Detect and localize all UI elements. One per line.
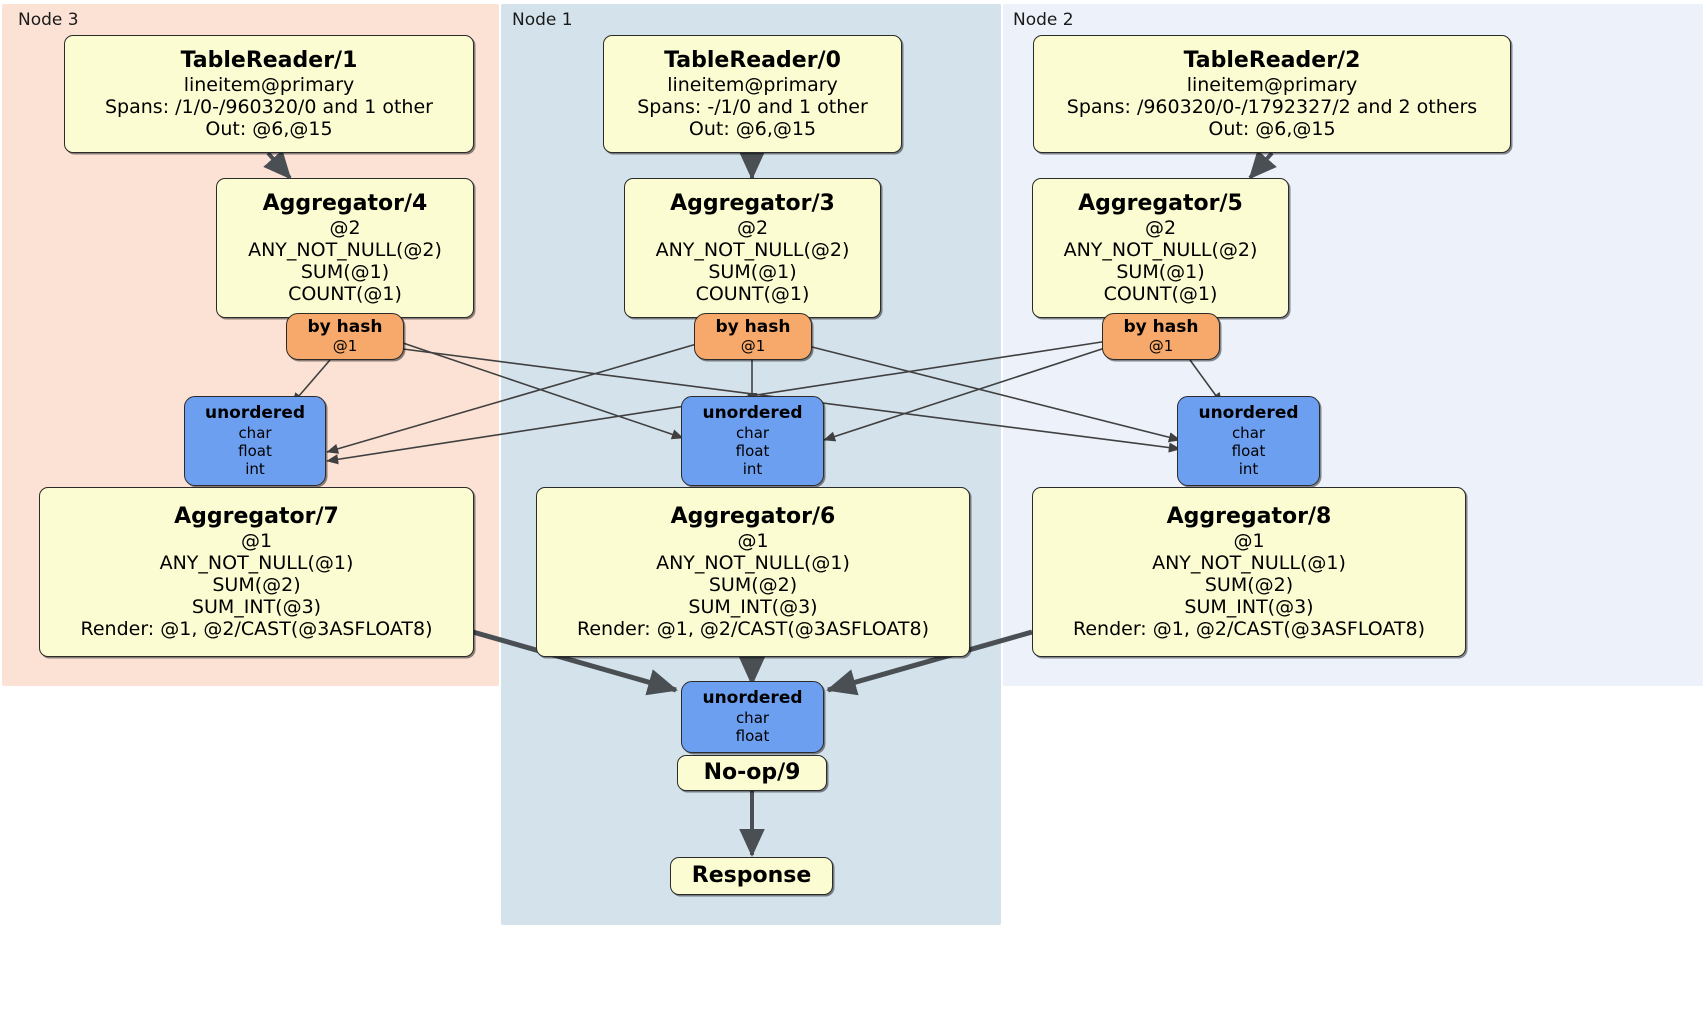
processor-detail: @1 — [1233, 529, 1265, 552]
synchronizer-type: char — [1231, 423, 1266, 442]
processor-detail: lineitem@primary — [183, 73, 355, 96]
synchronizer-type: float — [238, 441, 272, 460]
processor-detail: SUM(@2) — [1204, 573, 1294, 596]
processor-detail: Render: @1, @2/CAST(@3ASFLOAT8) — [577, 617, 929, 640]
processor-tablereader-1[interactable]: TableReader/1 lineitem@primary Spans: /1… — [64, 35, 474, 153]
processor-detail: ANY_NOT_NULL(@1) — [1152, 551, 1346, 574]
router-by-hash-right[interactable]: by hash @1 — [1102, 313, 1220, 360]
edge-hashcenter-syncleft — [326, 342, 701, 454]
processor-title: Aggregator/5 — [1078, 191, 1243, 217]
processor-aggregator-7[interactable]: Aggregator/7 @1 ANY_NOT_NULL(@1) SUM(@2)… — [39, 487, 474, 657]
edge-tr1-agg4 — [263, 150, 292, 180]
node-panel-label-node2: Node 2 — [1013, 10, 1074, 30]
synchronizer-type: int — [245, 459, 265, 478]
processor-aggregator-8[interactable]: Aggregator/8 @1 ANY_NOT_NULL(@1) SUM(@2)… — [1032, 487, 1466, 657]
synchronizer-type: char — [735, 423, 770, 442]
router-title: by hash — [715, 316, 791, 337]
processor-detail: SUM(@2) — [212, 573, 301, 596]
processor-detail: Render: @1, @2/CAST(@3ASFLOAT8) — [80, 617, 433, 640]
processor-detail: @1 — [737, 529, 769, 552]
processor-detail: SUM(@1) — [708, 260, 797, 283]
processor-detail: SUM(@1) — [1116, 260, 1205, 283]
processor-detail: SUM_INT(@3) — [191, 595, 322, 618]
synchronizer-type: int — [742, 459, 763, 478]
router-title: by hash — [307, 316, 383, 337]
processor-detail: @2 — [736, 216, 769, 239]
processor-detail: COUNT(@1) — [288, 282, 402, 305]
processor-detail: Spans: /1/0-/960320/0 and 1 other — [105, 95, 433, 118]
processor-title: TableReader/2 — [1183, 48, 1361, 74]
processor-detail: SUM(@2) — [708, 573, 798, 596]
processor-detail: Render: @1, @2/CAST(@3ASFLOAT8) — [1073, 617, 1425, 640]
router-title: by hash — [1123, 316, 1199, 337]
processor-detail: ANY_NOT_NULL(@2) — [655, 238, 850, 261]
processor-title: Response — [691, 863, 812, 889]
processor-noop-9[interactable]: No-op/9 — [677, 755, 827, 791]
processor-title: Aggregator/8 — [1166, 504, 1332, 530]
edge-hashright-synccenter — [823, 346, 1109, 442]
processor-detail: ANY_NOT_NULL(@2) — [1063, 238, 1258, 261]
processor-detail: COUNT(@1) — [695, 282, 810, 305]
edge-agg8-syncfinal — [826, 629, 1033, 696]
processor-detail: Spans: /960320/0-/1792327/2 and 2 others — [1066, 95, 1478, 118]
synchronizer-type: char — [735, 708, 770, 727]
processor-detail: ANY_NOT_NULL(@1) — [159, 551, 354, 574]
synchronizer-unordered-left[interactable]: unordered char float int — [184, 396, 326, 486]
processor-detail: Out: @6,@15 — [1208, 117, 1336, 140]
synchronizer-unordered-right[interactable]: unordered char float int — [1177, 396, 1320, 486]
router-by-hash-center[interactable]: by hash @1 — [694, 313, 812, 360]
synchronizer-type: int — [1238, 459, 1259, 478]
processor-detail: @2 — [329, 216, 361, 239]
edge-hashcenter-syncright — [803, 344, 1181, 443]
synchronizer-title: unordered — [204, 403, 306, 424]
router-detail: @1 — [1148, 337, 1174, 356]
synchronizer-type: float — [1231, 441, 1266, 460]
processor-title: Aggregator/7 — [174, 504, 339, 530]
processor-title: TableReader/0 — [664, 48, 841, 74]
processor-detail: lineitem@primary — [1186, 73, 1358, 96]
router-detail: @1 — [740, 337, 766, 356]
processor-title: Aggregator/3 — [670, 191, 835, 217]
processor-detail: SUM_INT(@3) — [688, 595, 818, 618]
processor-detail: @2 — [1144, 216, 1177, 239]
processor-detail: Out: @6,@15 — [688, 117, 817, 140]
processor-aggregator-3[interactable]: Aggregator/3 @2 ANY_NOT_NULL(@2) SUM(@1)… — [624, 178, 881, 318]
router-detail: @1 — [332, 337, 358, 356]
processor-aggregator-6[interactable]: Aggregator/6 @1 ANY_NOT_NULL(@1) SUM(@2)… — [536, 487, 970, 657]
router-by-hash-left[interactable]: by hash @1 — [286, 313, 404, 360]
synchronizer-unordered-center[interactable]: unordered char float int — [681, 396, 824, 486]
processor-detail: ANY_NOT_NULL(@2) — [248, 238, 442, 261]
processor-title: No-op/9 — [703, 760, 801, 786]
synchronizer-type: float — [735, 726, 770, 745]
processor-title: TableReader/1 — [180, 48, 358, 74]
synchronizer-title: unordered — [702, 403, 803, 424]
processor-aggregator-5[interactable]: Aggregator/5 @2 ANY_NOT_NULL(@2) SUM(@1)… — [1032, 178, 1289, 318]
processor-detail: Out: @6,@15 — [205, 117, 333, 140]
processor-detail: Spans: -/1/0 and 1 other — [637, 95, 868, 118]
synchronizer-unordered-final[interactable]: unordered char float — [681, 681, 824, 753]
processor-detail: COUNT(@1) — [1103, 282, 1218, 305]
edge-hashleft-synccenter — [402, 342, 684, 440]
processor-detail: ANY_NOT_NULL(@1) — [656, 551, 850, 574]
synchronizer-title: unordered — [702, 688, 803, 709]
processor-response[interactable]: Response — [670, 857, 833, 895]
edge-tr2-agg5 — [1248, 150, 1277, 180]
processor-detail: SUM(@1) — [300, 260, 390, 283]
synchronizer-type: float — [735, 441, 770, 460]
node-panel-label-node3: Node 3 — [18, 10, 79, 30]
synchronizer-title: unordered — [1198, 403, 1299, 424]
processor-aggregator-4[interactable]: Aggregator/4 @2 ANY_NOT_NULL(@2) SUM(@1)… — [216, 178, 474, 318]
processor-title: Aggregator/4 — [262, 191, 428, 217]
processor-detail: lineitem@primary — [667, 73, 838, 96]
synchronizer-type: char — [238, 423, 272, 442]
processor-tablereader-2[interactable]: TableReader/2 lineitem@primary Spans: /9… — [1033, 35, 1511, 153]
node-panel-label-node1: Node 1 — [512, 10, 573, 30]
processor-detail: @1 — [240, 529, 273, 552]
processor-title: Aggregator/6 — [670, 504, 836, 530]
processor-tablereader-0[interactable]: TableReader/0 lineitem@primary Spans: -/… — [603, 35, 902, 153]
edge-agg7-syncfinal — [472, 629, 678, 696]
processor-detail: SUM_INT(@3) — [1184, 595, 1314, 618]
